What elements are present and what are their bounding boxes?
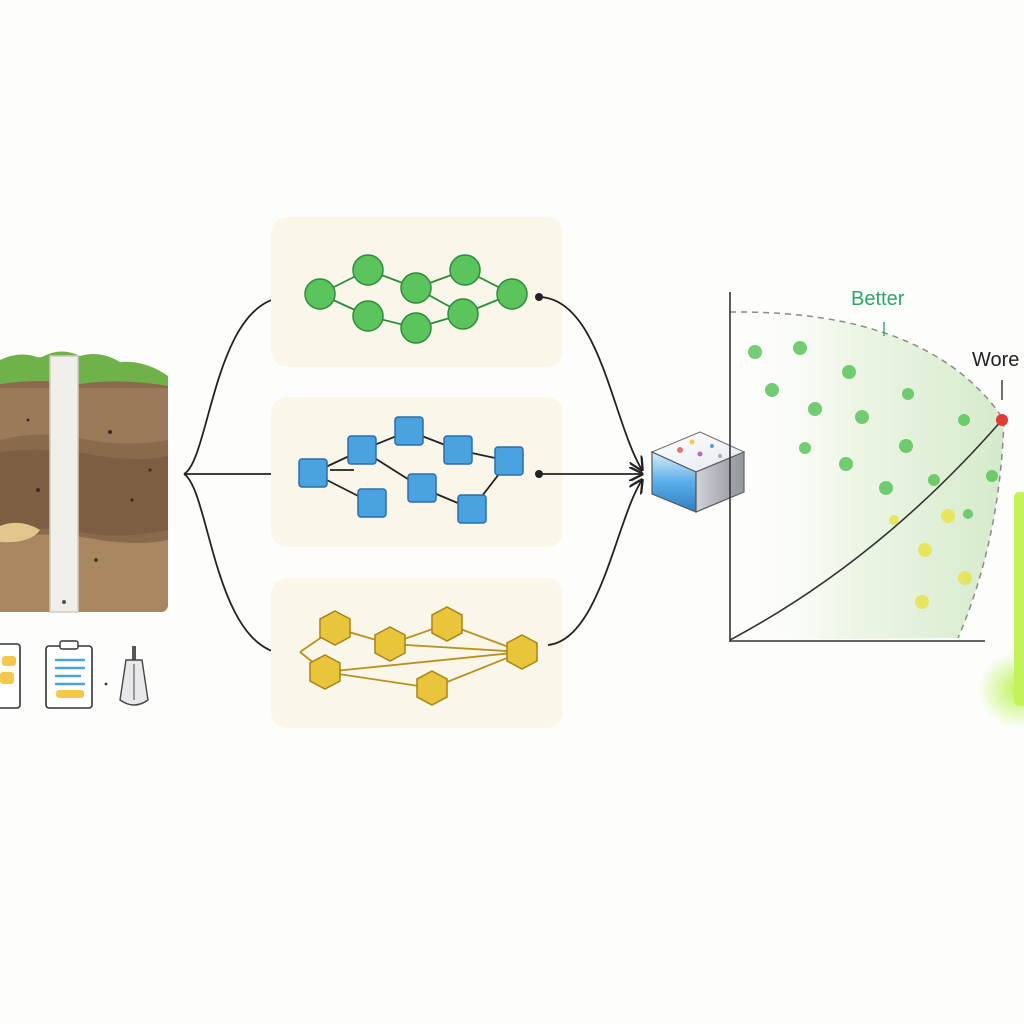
input-connectors: [183, 296, 287, 655]
checklist-icon: [45, 640, 108, 709]
output-connectors: [539, 296, 642, 646]
network-blue: [298, 416, 524, 524]
worse-label: Wore: [972, 349, 1019, 371]
network-green: [304, 254, 528, 344]
network-panel-blue: [271, 397, 563, 547]
better-label: Better: [851, 288, 905, 310]
performance-plot: [729, 292, 1008, 642]
soil-profile-icon: [0, 351, 168, 613]
clipboard-icon: [0, 643, 21, 709]
cone-penetrometer-icon: [119, 646, 149, 706]
worst-point: [996, 414, 1008, 426]
glow-bar: [978, 492, 1024, 728]
network-yellow: [299, 606, 538, 706]
